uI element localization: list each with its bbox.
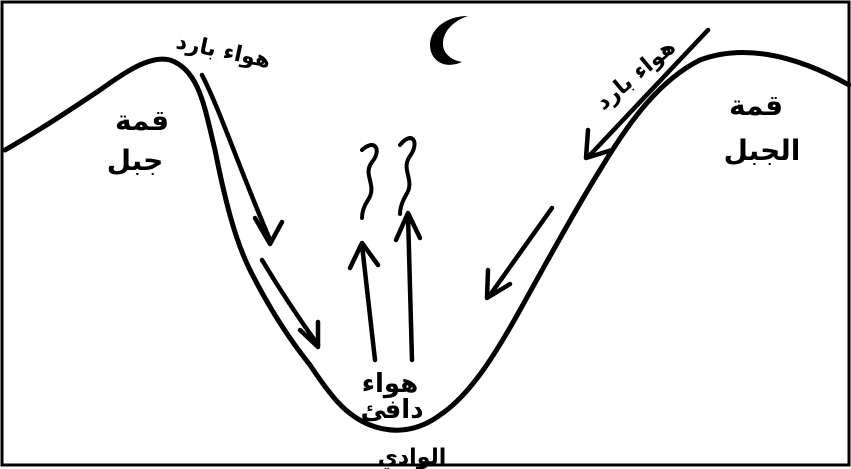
- warm-air-arrow-1: [362, 245, 375, 360]
- left-peak-label-line2: جبل: [107, 144, 164, 177]
- crescent-moon-icon: [430, 16, 468, 65]
- right-peak-label-line2: الجبل: [724, 134, 801, 167]
- warm-air-label-line2: دافئ: [360, 395, 423, 425]
- heat-wisp-2: [400, 138, 415, 214]
- warm-air-arrow-2: [408, 215, 412, 360]
- right-cold-air-arrows: [487, 30, 708, 298]
- right-peak-label-line1: قمة: [729, 89, 783, 122]
- valley-label: الوادي: [378, 445, 447, 469]
- left-peak-label-line1: قمة: [115, 104, 169, 137]
- left-cold-air-label: هواء بارد: [174, 29, 273, 73]
- cold-air-arrow-left-2: [262, 260, 318, 345]
- rising-heat-wisps: [362, 138, 415, 218]
- heat-wisp-1: [362, 145, 377, 218]
- cold-air-arrow-left-1: [202, 75, 270, 240]
- warm-air-rising-arrows: [350, 213, 420, 360]
- cold-air-arrow-right-2: [490, 208, 552, 295]
- left-cold-air-arrows: [202, 75, 318, 347]
